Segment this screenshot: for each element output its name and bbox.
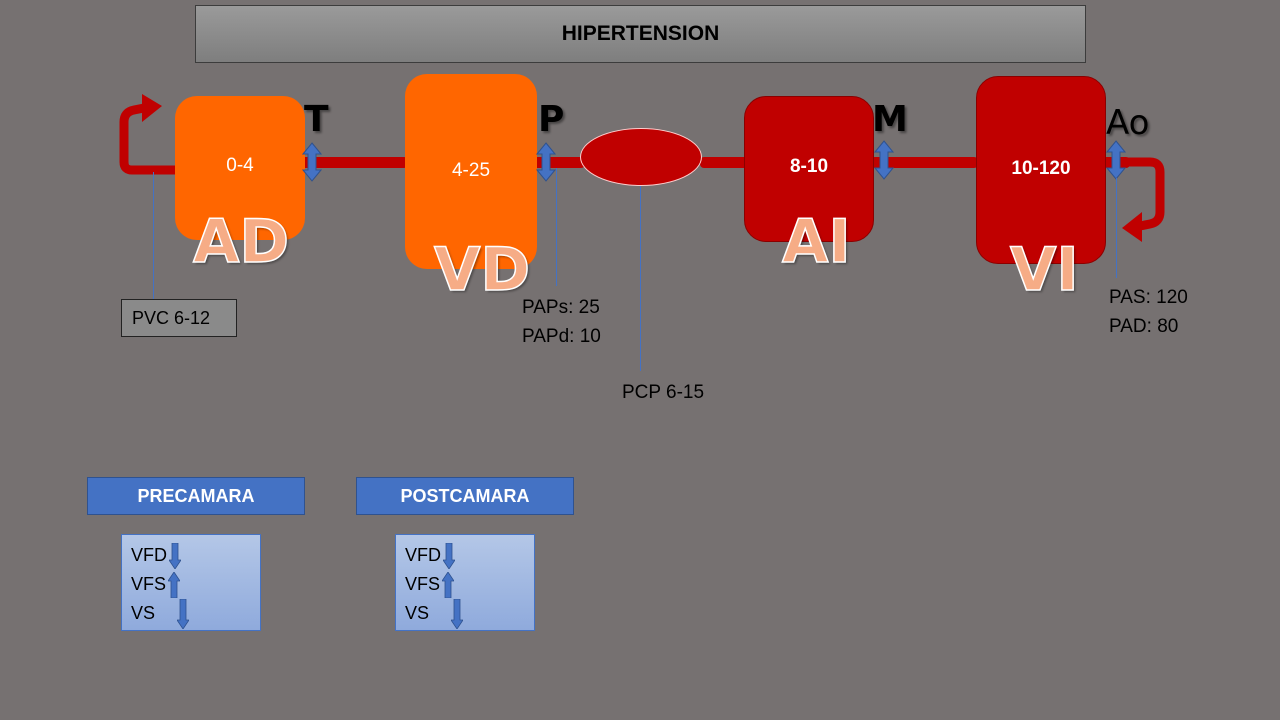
pvc-label: PVC 6-12 (132, 307, 211, 328)
postcamara-item-vs: VS (405, 603, 430, 623)
valve-mitral-arrow-icon (874, 140, 894, 180)
list-item: VFD (405, 541, 534, 570)
valve-pulmonary-label: P (538, 99, 565, 140)
pcp-label: PCP 6-15 (622, 382, 705, 403)
list-item: VFS (405, 570, 534, 599)
precamara-item-vfs: VFS (131, 574, 167, 594)
valve-aortic-label: Ao (1106, 103, 1150, 143)
vessel-lung-ai (700, 157, 750, 168)
valve-mitral-label: M (872, 99, 908, 140)
paps-label: PAPs: 25 (522, 297, 600, 318)
pad-label: PAD: 80 (1109, 316, 1179, 337)
pap-connector (556, 168, 557, 286)
postcamara-header: POSTCAMARA (356, 477, 574, 515)
postcamara-list: VFD VFS VS (395, 534, 535, 631)
vessel-ad-vd (300, 157, 408, 168)
aortic-outflow-arrow-icon (1120, 157, 1165, 242)
precamara-item-vs: VS (131, 603, 156, 623)
pvc-connector (153, 172, 154, 299)
venous-return-arrow-icon (119, 94, 176, 175)
arrow-up-icon (168, 571, 181, 598)
pvc-box: PVC 6-12 (121, 299, 237, 337)
list-item: VFD (131, 541, 260, 570)
precamara-list: VFD VFS VS (121, 534, 261, 631)
list-item: VFS (131, 570, 260, 599)
valve-tricuspid-arrow-icon (302, 142, 322, 182)
pas-connector (1116, 178, 1117, 278)
pap-annotation: PAPs: 25 PAPd: 10 (522, 293, 601, 351)
arrow-down-icon (443, 542, 455, 569)
diagram-title: HIPERTENSION (561, 22, 720, 45)
chamber-ad-label: AD (192, 207, 290, 277)
chamber-ai-label: AI (781, 207, 851, 277)
pcp-connector (640, 186, 641, 371)
title-bar: HIPERTENSION (195, 5, 1086, 63)
valve-pulmonary-arrow-icon (536, 142, 556, 182)
postcamara-title: POSTCAMARA (400, 485, 530, 506)
chamber-vd: 4-25 (405, 74, 537, 269)
postcamara-item-vfd: VFD (405, 545, 441, 565)
postcamara-item-vfs: VFS (405, 574, 441, 594)
chamber-ad-pressure: 0-4 (226, 155, 254, 176)
lung-circulation (580, 128, 702, 186)
arrow-down-icon (169, 542, 181, 569)
arrow-up-icon (442, 571, 455, 598)
list-item: VS (131, 598, 260, 629)
chamber-ai: 8-10 (744, 96, 874, 242)
arrow-down-icon (451, 598, 463, 629)
chamber-vi-pressure: 10-120 (1011, 158, 1071, 179)
chamber-vi-label: VI (1009, 235, 1079, 305)
valve-aortic-arrow-icon (1106, 140, 1126, 180)
chamber-vi: 10-120 (976, 76, 1106, 264)
pas-label: PAS: 120 (1109, 287, 1188, 308)
valve-tricuspid-label: T (304, 99, 329, 140)
chamber-vd-label: VD (433, 235, 531, 305)
chamber-vd-pressure: 4-25 (451, 159, 491, 181)
precamara-title: PRECAMARA (137, 485, 255, 506)
chamber-ad: 0-4 (175, 96, 305, 240)
vessel-ai-vi (870, 157, 978, 168)
chamber-ai-pressure: 8-10 (789, 156, 829, 177)
arrow-down-icon (177, 598, 189, 629)
list-item: VS (405, 598, 534, 629)
precamara-header: PRECAMARA (87, 477, 305, 515)
pa-annotation: PAS: 120 PAD: 80 (1109, 283, 1188, 341)
papd-label: PAPd: 10 (522, 326, 601, 347)
precamara-item-vfd: VFD (131, 545, 167, 565)
